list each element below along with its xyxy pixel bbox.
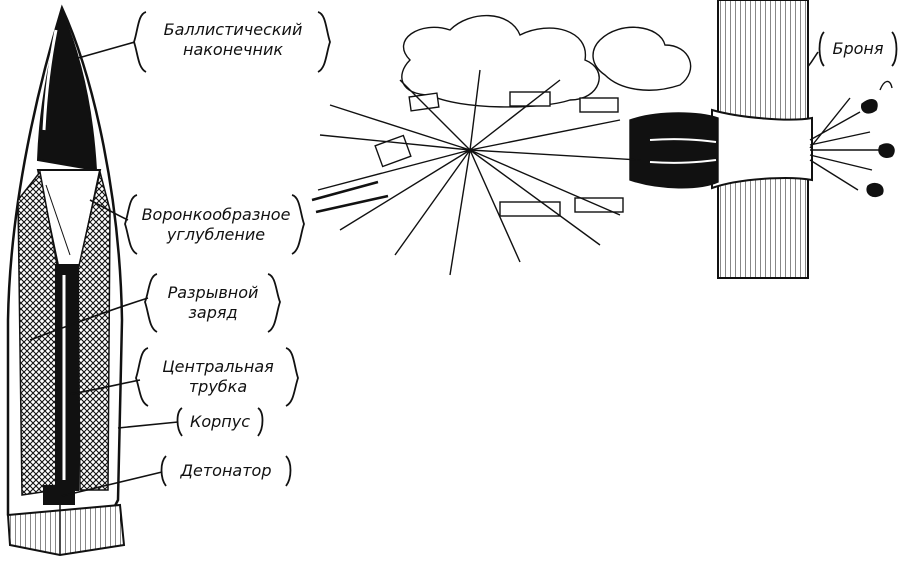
label-detonator-text: Детонатор <box>180 461 272 480</box>
explosion <box>311 14 895 276</box>
label-central-tube: Центральная трубка <box>148 357 288 397</box>
label-brackets <box>124 11 898 487</box>
label-ballistic-tip: Баллистический наконечник <box>148 20 318 60</box>
label-explosive-charge-line1: Разрывной <box>167 283 259 302</box>
label-detonator: Детонатор <box>166 461 286 481</box>
label-explosive-charge: Разрывной заряд <box>156 283 270 323</box>
armor-plate <box>711 0 813 279</box>
central-tube <box>55 264 79 491</box>
label-body-text: Корпус <box>189 412 251 431</box>
label-ballistic-tip-line2: наконечник <box>183 40 283 59</box>
projectile <box>6 4 126 557</box>
label-central-tube-line1: Центральная <box>162 357 274 376</box>
label-ballistic-tip-line1: Баллистический <box>163 20 303 39</box>
detonator <box>43 485 75 505</box>
label-central-tube-line2: трубка <box>188 377 248 396</box>
armor-hole <box>711 108 813 190</box>
label-body: Корпус <box>182 412 258 432</box>
label-armor: Броня <box>824 39 892 59</box>
leader-lines <box>29 41 819 497</box>
label-funnel-cavity-line2: углубление <box>166 225 266 244</box>
label-armor-text: Броня <box>832 39 884 58</box>
label-explosive-charge-line2: заряд <box>188 303 238 322</box>
label-funnel-cavity-line1: Воронкообразное <box>141 205 291 224</box>
label-funnel-cavity: Воронкообразное углубление <box>136 205 296 245</box>
